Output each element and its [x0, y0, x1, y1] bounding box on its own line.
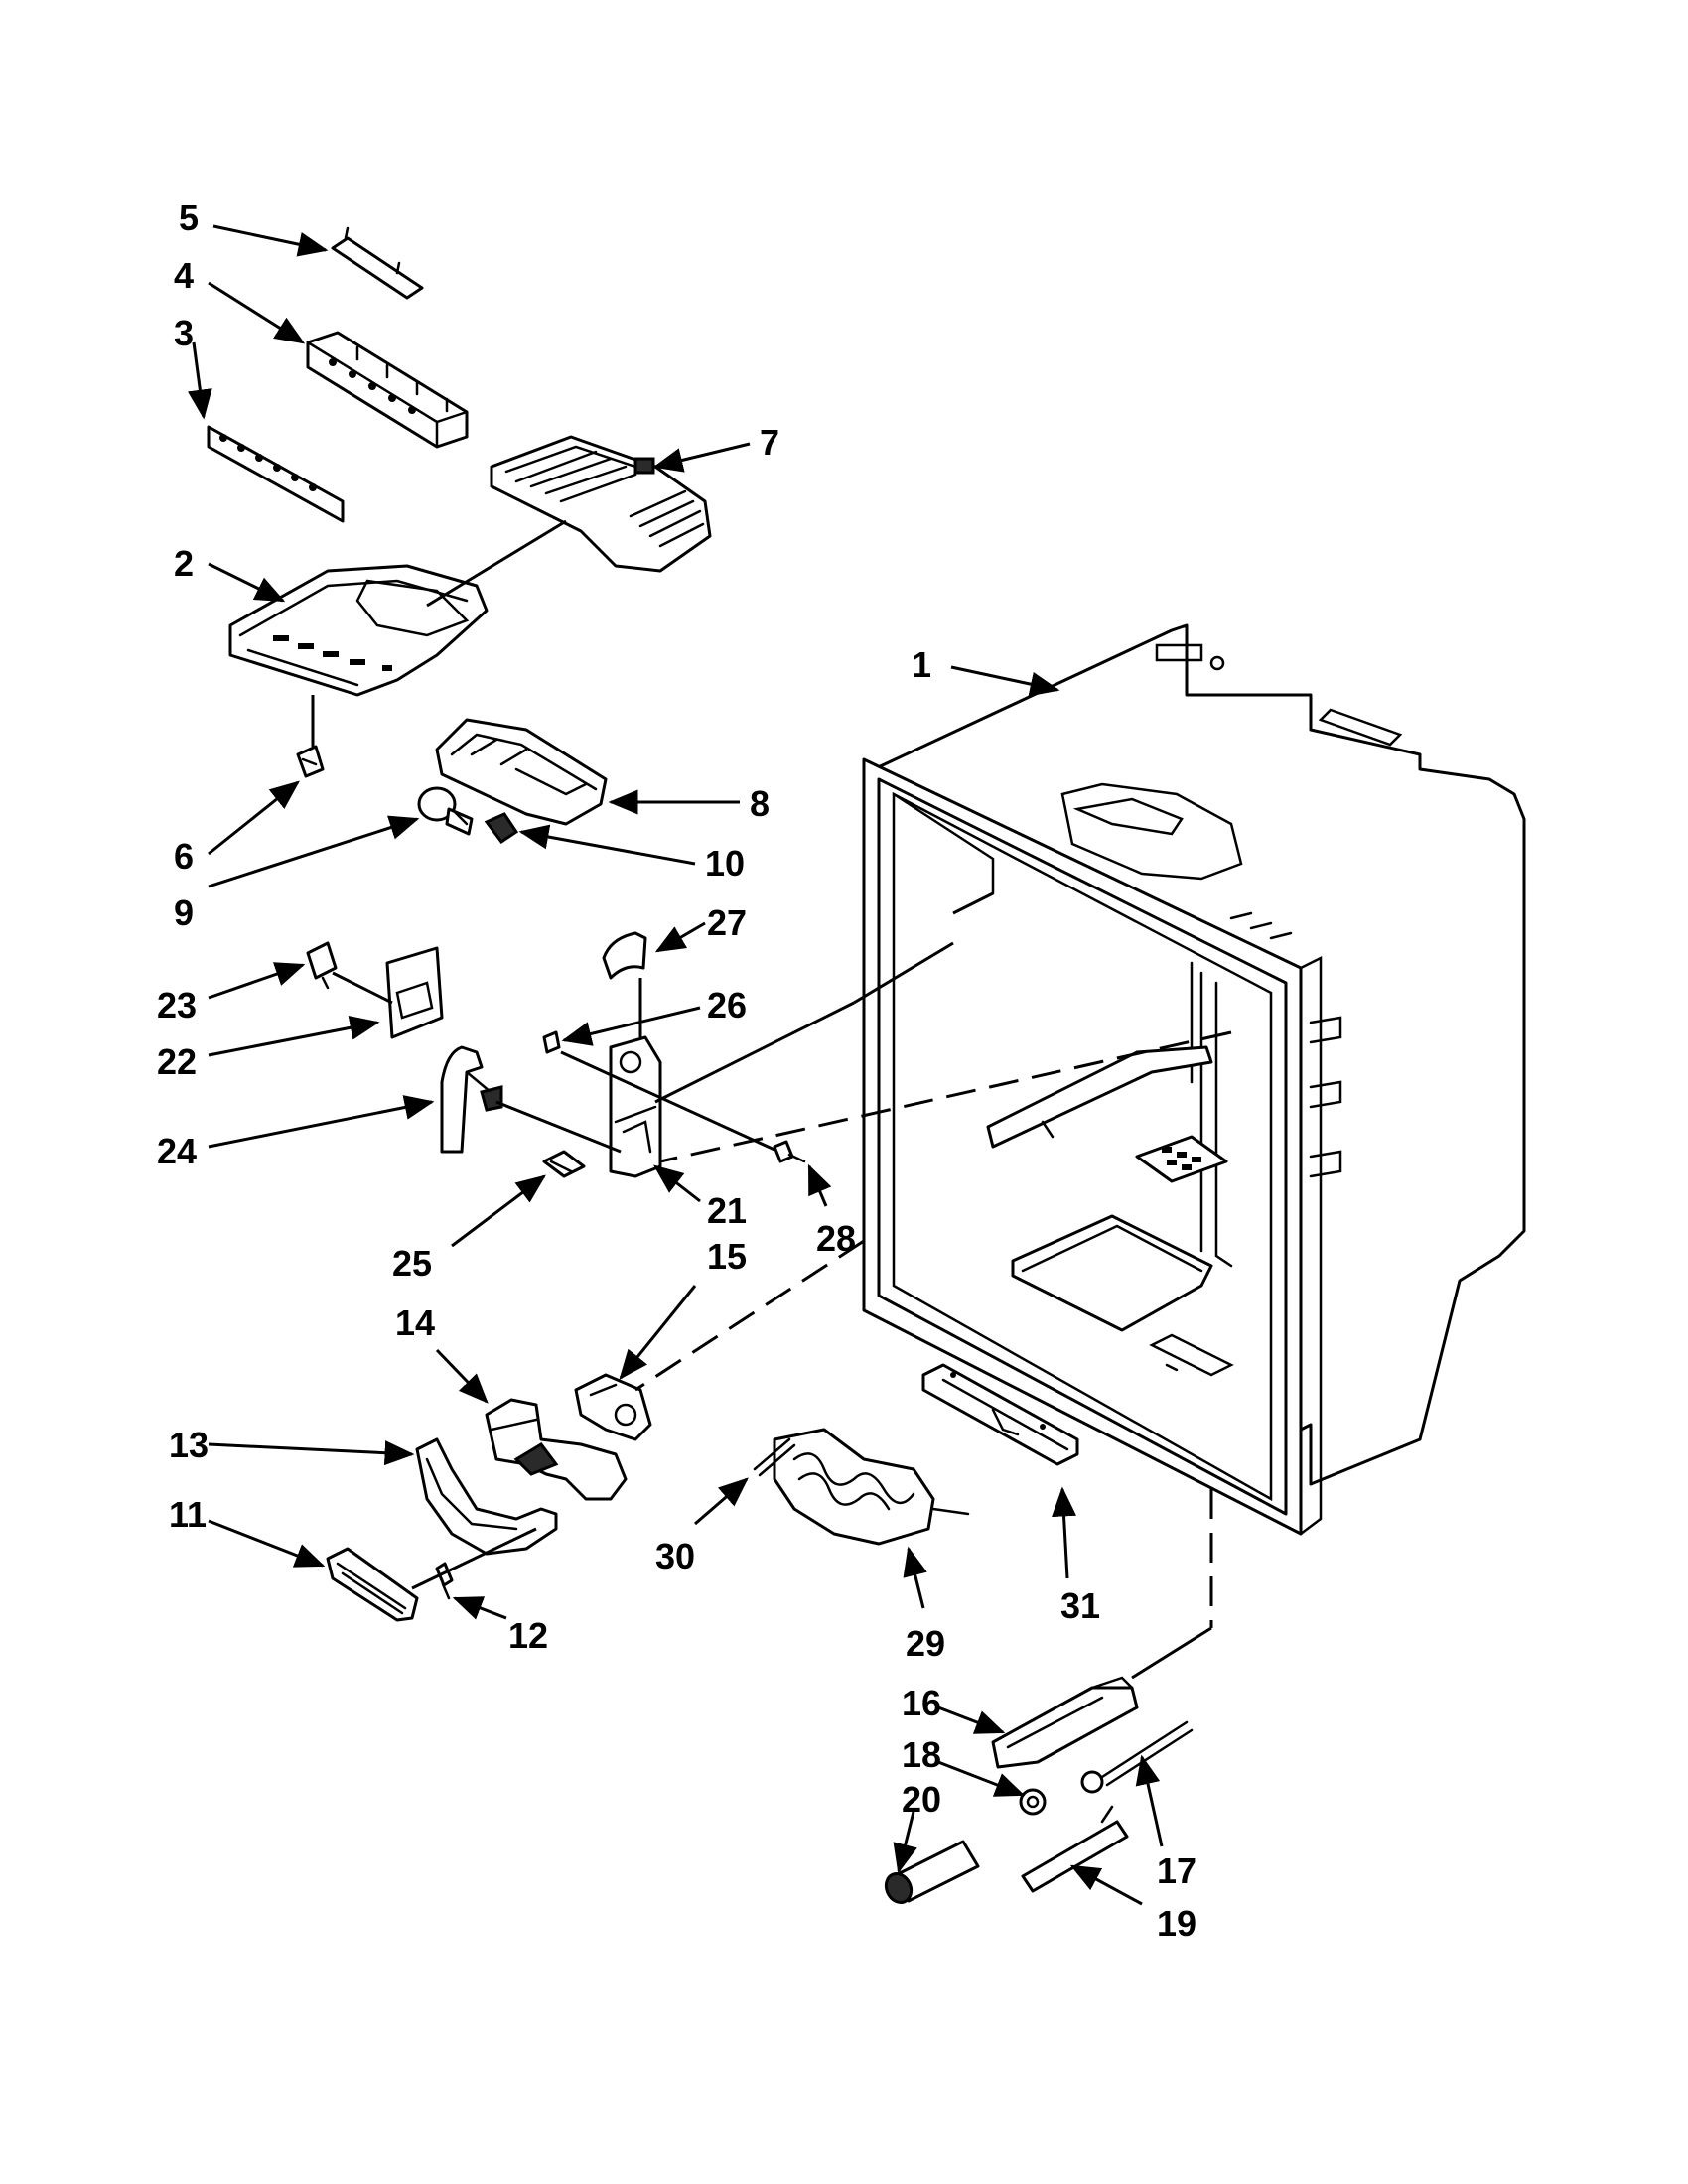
part-4-control-bracket: [306, 331, 469, 449]
part-9-lamp: [417, 786, 474, 836]
callout-31: 31: [1060, 1585, 1100, 1626]
part-17-heater-rod: [1080, 1720, 1194, 1794]
callout-24: 24: [157, 1131, 197, 1171]
part-25-clip: [542, 1150, 586, 1178]
callout-18: 18: [902, 1734, 941, 1775]
part-7-light-cover: [490, 435, 712, 573]
callout-17: 17: [1157, 1850, 1196, 1891]
callout-2: 2: [174, 543, 194, 584]
callout-25: 25: [392, 1243, 432, 1284]
callout-5: 5: [179, 198, 199, 238]
part-6-switch: [296, 745, 325, 778]
callout-11: 11: [169, 1494, 207, 1535]
part-10-lamp-socket: [484, 812, 519, 845]
callout-15: 15: [707, 1236, 747, 1277]
part-20-cylinder: [884, 1840, 980, 1905]
part-23-switch: [306, 941, 338, 990]
callout-13: 13: [169, 1425, 209, 1465]
callout-21: 21: [707, 1190, 747, 1231]
callout-19: 19: [1157, 1903, 1196, 1944]
part-28-screw: [773, 1140, 806, 1163]
part-3-touch-pad: [207, 425, 345, 523]
callout-12: 12: [508, 1615, 548, 1656]
callout-10: 10: [705, 843, 745, 884]
part-11-trim: [326, 1547, 419, 1622]
callout-16: 16: [902, 1683, 941, 1723]
part-1-liner: [862, 623, 1526, 1536]
callout-8: 8: [750, 783, 770, 824]
part-31-rail: [921, 1363, 1079, 1466]
callout-6: 6: [174, 836, 194, 877]
part-24-water-tube: [440, 1045, 503, 1154]
part-2-control-housing: [228, 564, 489, 697]
callout-26: 26: [707, 985, 747, 1025]
connection-lines: [311, 519, 1232, 1680]
callout-29: 29: [906, 1623, 945, 1664]
leader-arrows: [187, 224, 1164, 1906]
part-30-pin: [753, 1437, 796, 1477]
callout-27: 27: [707, 902, 747, 943]
part-15-valve: [574, 1373, 652, 1441]
callout-9: 9: [174, 892, 194, 933]
callout-30: 30: [655, 1536, 695, 1576]
part-26-clip: [542, 1030, 561, 1054]
part-19-bracket: [1021, 1805, 1129, 1893]
callout-7: 7: [760, 422, 779, 463]
part-13-dispenser-cover: [415, 1437, 558, 1556]
part-8-light-housing: [435, 718, 608, 826]
callout-4: 4: [174, 255, 194, 296]
callout-14: 14: [395, 1302, 435, 1343]
callout-28: 28: [816, 1218, 856, 1259]
part-14-dispenser-housing: [485, 1398, 628, 1501]
callout-labels: 1 2 3 4 5 6 7 8 9 10 11 12 13 14 15 16 1…: [157, 198, 1196, 1944]
callout-23: 23: [157, 985, 197, 1025]
part-22-bracket: [385, 946, 444, 1039]
part-16-heater-tray: [991, 1676, 1139, 1769]
part-18-grommet: [1019, 1788, 1047, 1816]
callout-1: 1: [912, 644, 931, 685]
part-27-cover: [602, 931, 647, 980]
callout-20: 20: [902, 1779, 941, 1820]
part-21-chute: [609, 1035, 662, 1178]
callout-3: 3: [174, 313, 194, 353]
part-5-small-bracket: [331, 226, 424, 300]
part-29-heater-coil: [773, 1428, 970, 1546]
callout-22: 22: [157, 1041, 197, 1082]
